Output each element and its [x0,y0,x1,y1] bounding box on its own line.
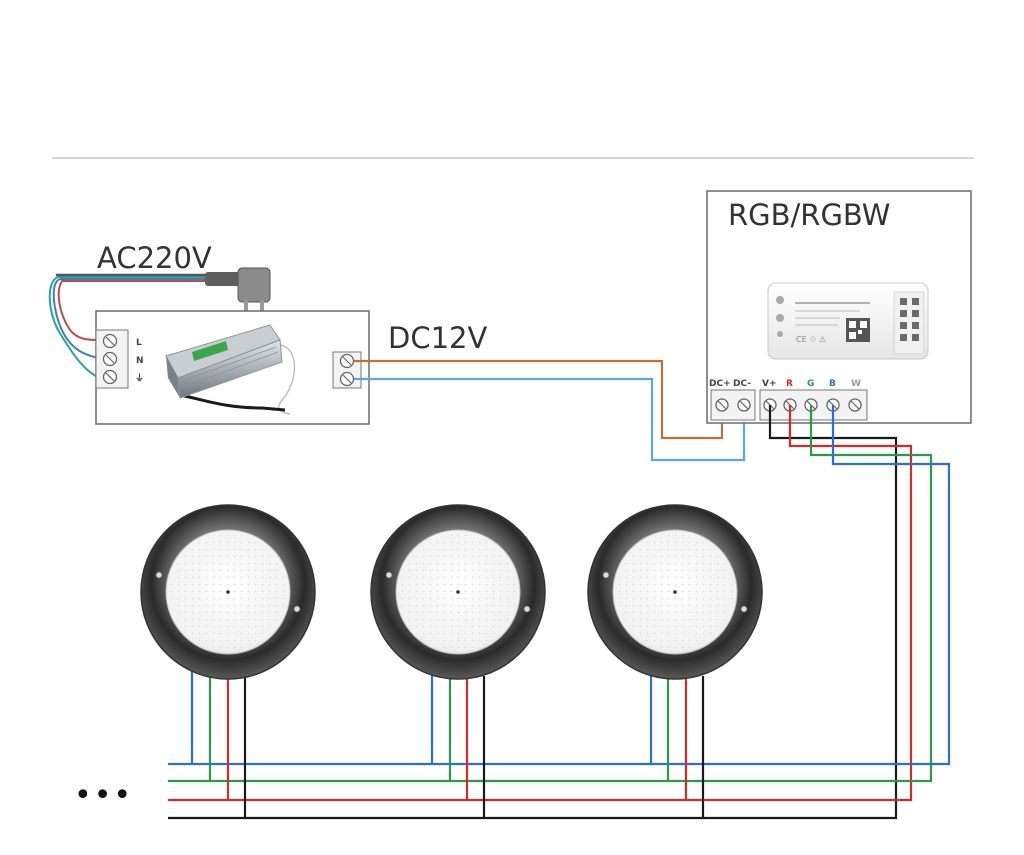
terminal-label-dc-plus: DC+ [709,379,731,389]
svg-text:CE ♲ ⚠: CE ♲ ⚠ [796,335,826,344]
ac-input-label: AC220V [97,241,212,275]
dc-output-label: DC12V [388,321,487,355]
ac-input-cable [48,273,218,379]
terminal-label-n: N [136,356,144,366]
terminal-label-dc-minus: DC- [733,379,751,389]
common-output-wire [168,405,898,820]
blue-output-wire [168,405,951,766]
lamp-1-wires [190,668,247,818]
green-output-wire [168,405,933,783]
controller-label: RGB/RGBW [728,198,890,232]
pool-light-2 [370,504,546,680]
terminal-label-b: B [829,379,836,389]
ac-terminal-block [95,329,129,389]
dc-negative-wire [354,377,746,462]
power-supply-module-icon [165,324,296,415]
power-plug-icon [205,267,271,312]
terminal-label-g: G [807,379,814,389]
pool-light-1 [140,504,316,680]
dc-positive-wire [354,359,724,440]
lamp-2-wires [430,672,486,818]
dc-terminal-block [332,351,362,389]
terminal-label-ground: ⏚ [135,373,144,384]
terminal-label-v-plus: V+ [762,379,777,389]
continuation-ellipsis: ••• [74,778,133,813]
terminal-label-l: L [136,338,142,348]
terminal-label-w: W [851,379,861,389]
rgb-controller-module-icon: CE ♲ ⚠ [767,282,929,360]
red-output-wire [168,405,913,802]
lamp-3-wires [649,672,705,818]
pool-light-3 [587,504,763,680]
terminal-label-r: R [786,379,793,389]
